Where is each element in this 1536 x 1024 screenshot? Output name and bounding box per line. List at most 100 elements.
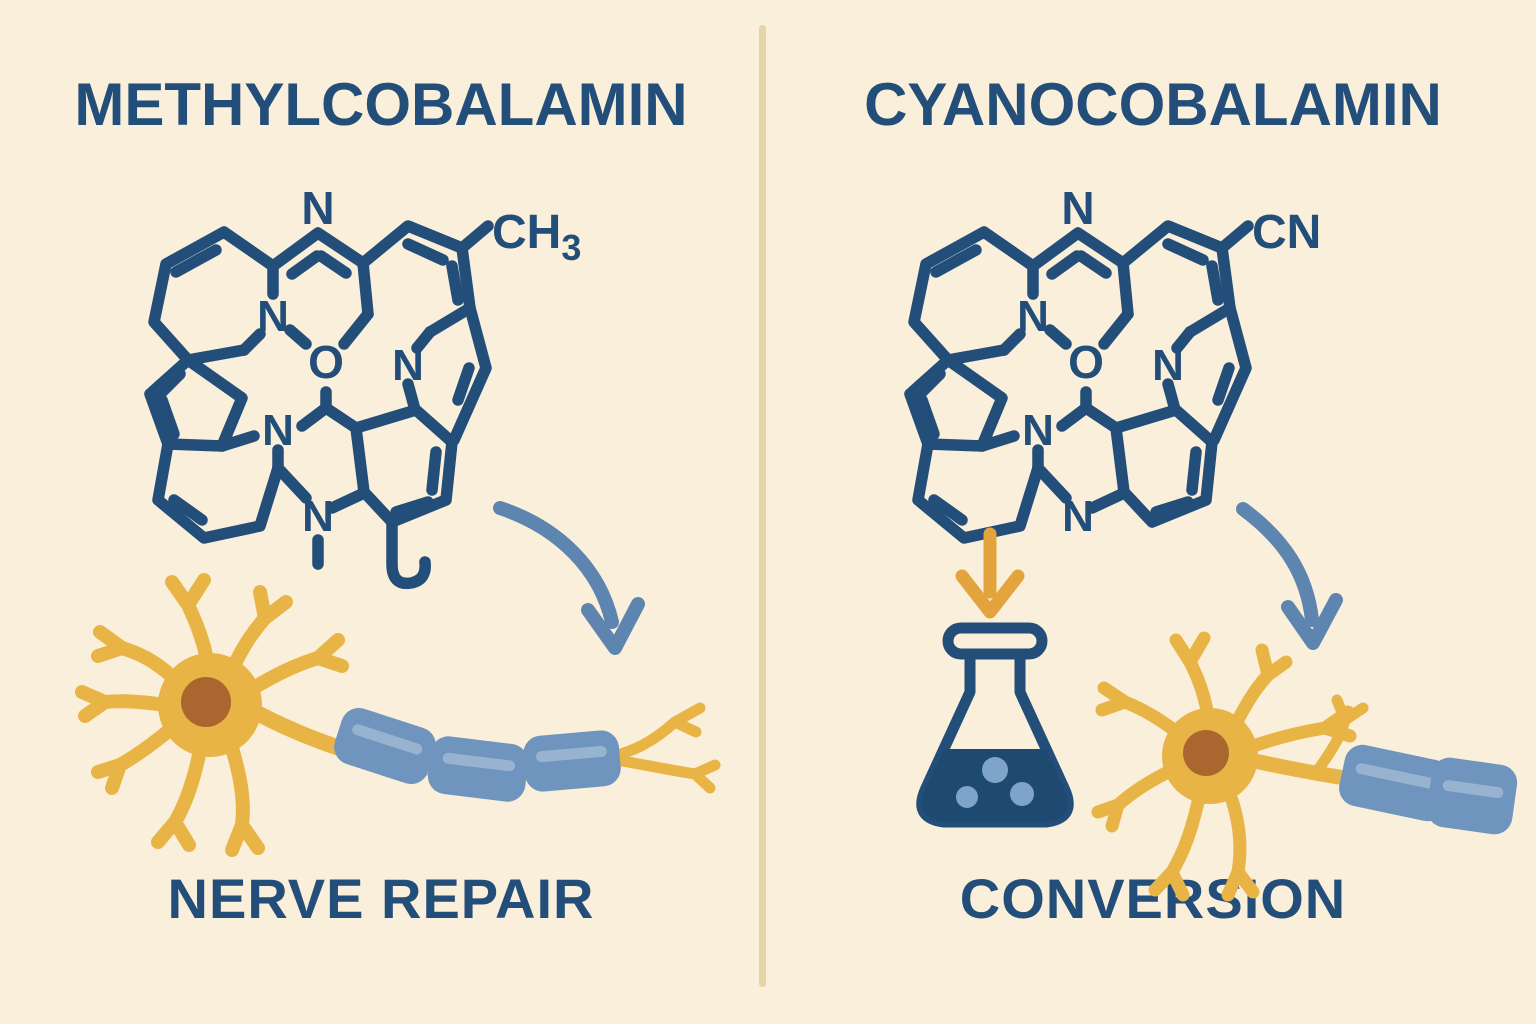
bond-line <box>904 354 1008 452</box>
bond-line <box>930 244 982 278</box>
bond-line <box>1208 302 1252 446</box>
bond-line <box>152 368 186 402</box>
myelin-sheath-segments <box>334 707 621 802</box>
myelin-segment-body <box>523 730 621 792</box>
nitrogen-label-inner-lower: N <box>262 406 294 455</box>
myelin-segment-body <box>1426 757 1518 835</box>
bond-line <box>1075 250 1112 279</box>
neuron-illustration-left <box>75 573 721 857</box>
bond-line <box>320 402 362 434</box>
nitrogen-label-top: N <box>1061 182 1094 234</box>
bond-line <box>238 328 266 356</box>
panel-divider <box>759 25 766 987</box>
bond-line <box>1080 402 1122 434</box>
caption-conversion: CONVERSION <box>959 867 1347 930</box>
bond-line <box>284 324 312 350</box>
bond-line <box>916 394 940 440</box>
left-panel-methylcobalamin: METHYLCOBALAMIN NERVE REPAIR <box>0 0 762 1024</box>
neuron-nucleus <box>1183 730 1229 776</box>
bond-line <box>1216 220 1254 254</box>
caption-nerve-repair: NERVE REPAIR <box>167 867 595 930</box>
bond-line <box>912 438 1044 544</box>
bond-line <box>148 226 279 366</box>
bond-line <box>1098 308 1134 350</box>
bond-line <box>908 226 1039 366</box>
bond-line <box>1162 378 1180 412</box>
methyl-group-subscript: 3 <box>561 227 581 268</box>
bond-line <box>998 328 1026 356</box>
bond-line <box>338 308 374 350</box>
lower-ligand-hook <box>312 516 431 590</box>
myelin-highlight <box>442 752 516 772</box>
methylcobalamin-structure-illustration: N N O N N N CH3 <box>144 182 581 590</box>
nitrogen-label-inner-right: N <box>392 341 424 390</box>
myelin-sheath-segments <box>1339 744 1518 835</box>
bond-line <box>1206 260 1224 306</box>
oxygen-label-center: O <box>308 336 344 388</box>
methyl-group-text: CH <box>492 206 561 259</box>
nitrogen-label-bottom: N <box>302 492 334 541</box>
nitrogen-label-top: N <box>301 182 334 234</box>
flask-icon <box>916 622 1074 828</box>
bond-line <box>1117 257 1134 320</box>
bond-line <box>1150 496 1194 518</box>
nitrogen-label-inner-right: N <box>1152 341 1184 390</box>
bond-line <box>357 257 374 320</box>
myelin-segment <box>334 707 436 785</box>
bond-line <box>390 496 434 518</box>
bond-line <box>452 362 475 406</box>
bond-line <box>912 368 946 402</box>
right-panel-cyanocobalamin: CYANOCOBALAMIN CONVERSION <box>770 0 1536 1024</box>
bond-line <box>1044 324 1072 350</box>
bond-line <box>272 462 312 504</box>
bond-line <box>1171 326 1196 354</box>
myelin-segment <box>523 730 621 792</box>
myelin-highlight <box>1442 780 1504 799</box>
bond-line <box>1027 227 1129 272</box>
myelin-highlight <box>536 745 607 763</box>
bond-line <box>928 494 968 526</box>
bond-line <box>1162 238 1209 266</box>
bond-line <box>976 430 1020 452</box>
myelin-segment <box>1426 757 1518 835</box>
bond-line <box>402 238 449 266</box>
myelin-highlight <box>352 724 423 755</box>
page-title-left: METHYLCOBALAMIN <box>74 71 688 138</box>
myelin-segment-body <box>334 707 436 785</box>
bond-line <box>1212 362 1235 406</box>
bond-line <box>168 494 208 526</box>
bond-line <box>267 227 369 272</box>
bond-line <box>426 446 442 496</box>
curved-arrow-to-neuron-icon <box>1236 502 1343 650</box>
axon-branch <box>1312 694 1369 776</box>
axon-terminals <box>599 702 721 794</box>
bond-line <box>446 260 464 306</box>
nitrogen-label-bottom: N <box>1062 492 1094 541</box>
neuron-illustration-right <box>1091 631 1518 902</box>
nitrogen-label-inner-lower: N <box>1022 406 1054 455</box>
bond-line <box>448 302 492 446</box>
down-arrow-to-flask-icon <box>955 527 1025 619</box>
curved-arrow-to-neuron-icon <box>493 501 645 655</box>
bond-line <box>1046 250 1083 280</box>
bond-line <box>1032 462 1072 504</box>
myelin-segment-body <box>1339 744 1451 822</box>
bond-line <box>315 250 352 279</box>
myelin-segment <box>427 736 529 802</box>
bond-line <box>456 220 494 254</box>
bond-line <box>152 438 284 544</box>
bond-line <box>170 244 222 278</box>
corrin-ring-bonds <box>904 220 1254 544</box>
bond-line <box>411 326 436 354</box>
cyanocobalamin-structure-illustration: N N O N N N CN <box>904 182 1321 544</box>
myelin-segment-body <box>427 736 529 802</box>
bond-line <box>402 378 420 412</box>
bond-line <box>156 394 180 440</box>
bond-line <box>1086 488 1128 514</box>
bond-line <box>386 516 431 590</box>
bond-line <box>216 430 260 452</box>
neuron-nucleus <box>181 677 231 727</box>
flask-lip <box>942 622 1048 660</box>
corrin-ring-bonds <box>144 220 494 544</box>
